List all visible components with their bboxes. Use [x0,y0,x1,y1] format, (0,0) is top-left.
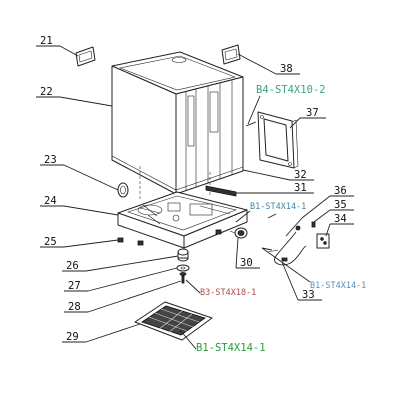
callout-36: 36 [334,185,347,197]
callout-30: 30 [240,257,253,269]
callout-31: 31 [294,182,307,194]
screw-label-b3: B3-ST4X18-1 [200,288,256,298]
callout-24: 24 [44,195,57,207]
part-23-ring [117,182,129,198]
part-33-cable [267,225,307,266]
part-30-knob [229,227,248,239]
screw-b4 [245,121,257,127]
part-31-rod [205,185,237,197]
screw-label-b1-bottom: B1-ST4X14-1 [196,342,266,354]
part-35-clip [311,221,316,228]
callout-22: 22 [40,86,53,98]
part-36-rod [285,217,303,237]
callout-32: 32 [294,169,307,181]
callout-35: 35 [334,199,347,211]
screw-label-b1-upper: B1-ST4X14-1 [250,202,306,212]
callout-26: 26 [66,260,79,272]
callout-21: 21 [40,35,53,47]
callout-28: 28 [68,301,81,313]
part-21-panel [75,46,96,67]
screw-label-b4: B4-ST4X10-2 [256,84,326,96]
callout-23: 23 [44,154,57,166]
part-28-screw [179,272,187,284]
callout-34: 34 [334,213,347,225]
callout-38: 38 [280,63,293,75]
callout-33: 33 [302,289,315,301]
screw-b1-right [261,247,273,251]
part-29-mat [134,301,213,341]
part-27-washer [176,264,190,272]
callout-25: 25 [44,236,57,248]
part-38-plate [221,44,241,65]
screw-label-b1-right: B1-ST4X14-1 [310,281,366,291]
part-24-base [117,191,248,249]
screw-b1-upper [267,213,277,219]
callout-29: 29 [66,331,79,343]
part-37-frame [257,111,299,169]
callout-27: 27 [68,280,81,292]
callout-37: 37 [306,107,319,119]
part-22-cabinet [111,51,244,200]
leader-lines [36,45,354,350]
part-26-cap [177,248,189,262]
part-34-box [316,233,330,249]
